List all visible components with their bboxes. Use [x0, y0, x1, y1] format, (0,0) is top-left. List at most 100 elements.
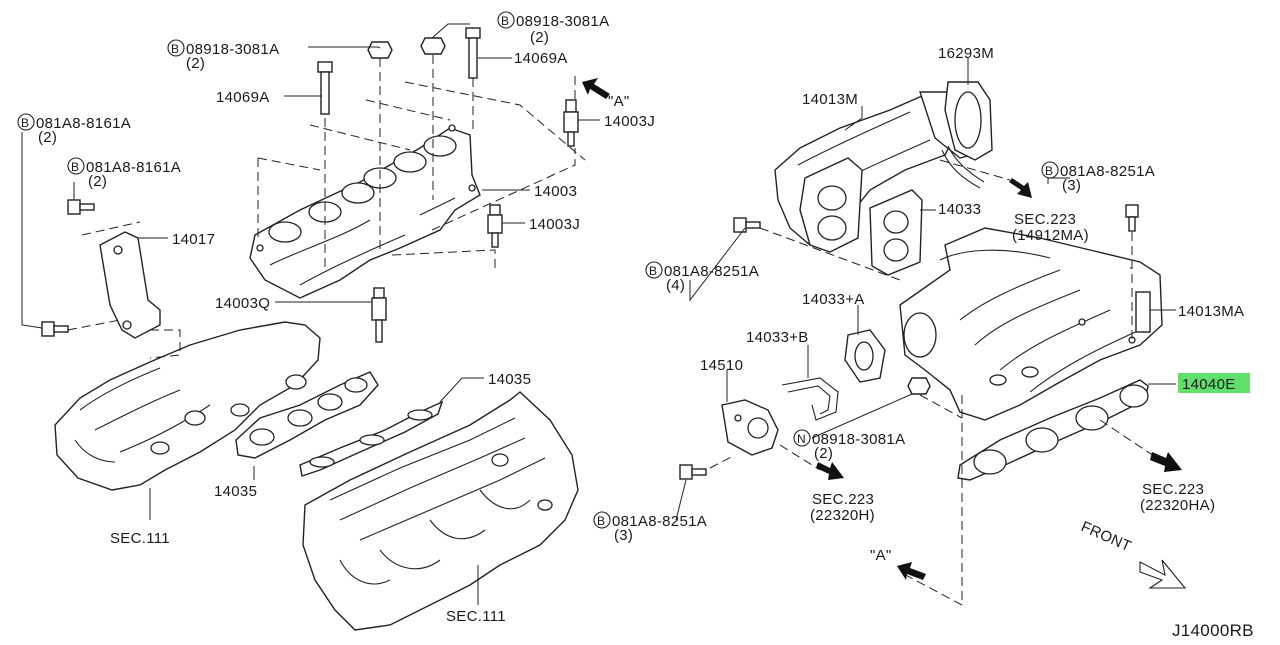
gasket-14035-right: [299, 400, 444, 477]
arrow-sec223-top: [1009, 178, 1032, 198]
bolt-081a8-8161a-upper: [67, 199, 95, 215]
label-14013m: 14013M: [802, 91, 858, 108]
label-08918-n: 08918-3081A: [812, 431, 905, 448]
label-14510: 14510: [700, 357, 743, 374]
badge-b-3: [17, 113, 35, 131]
cylinder-block-bottom: [302, 391, 579, 631]
hose-16293m: [941, 145, 985, 189]
nut-08918-right: [907, 377, 931, 395]
label-08918-top-right: 08918-3081A: [516, 13, 609, 30]
arrow-sec223-mid: [816, 462, 844, 480]
connector-14003j-mid: [487, 204, 503, 248]
leader-lines: [21, 23, 1176, 605]
badge-b-4-text: B: [71, 160, 79, 174]
label-front: FRONT: [1078, 518, 1133, 555]
label-081a8-8161a-1-qty: (2): [38, 129, 57, 146]
badge-b-6-text: B: [649, 264, 657, 278]
intake-manifold-14013ma: [899, 227, 1163, 421]
label-08918-top-right-qty: (2): [530, 29, 549, 46]
badge-b-5-text: B: [1045, 164, 1053, 178]
badge-b-3-text: B: [21, 116, 29, 130]
badge-b-5: [1041, 161, 1059, 179]
label-14069a-left: 14069A: [216, 89, 270, 106]
bolt-081a8-8161a-lower: [41, 321, 69, 337]
nut-08918-top-right: [420, 37, 446, 55]
label-08918-top-left-qty: (2): [186, 55, 205, 72]
badge-n: [793, 429, 811, 447]
label-081a8-8251a-bottom: 081A8-8251A: [612, 513, 707, 530]
nut-08918-top-left: [367, 41, 393, 59]
label-14033: 14033: [938, 201, 981, 218]
label-ref-a-bottom: "A": [870, 547, 892, 564]
label-sec223-top: SEC.223: [1014, 211, 1076, 228]
label-sec223-right: SEC.223: [1142, 481, 1204, 498]
assembly-lines-left: [67, 55, 586, 359]
arrow-sec223-right: [1150, 452, 1182, 472]
label-14035-right: 14035: [488, 371, 531, 388]
bolt-081a8-8251a-mid: [733, 217, 761, 233]
cylinder-head-left: [54, 321, 321, 491]
badge-b-1: [497, 11, 515, 29]
label-14003j-mid: 14003J: [529, 216, 580, 233]
diagram-code: J14000RB: [1172, 621, 1254, 640]
label-sec111-left: SEC.111: [110, 530, 170, 547]
intake-collector-14003: [249, 124, 481, 299]
highlight-14040e: [1178, 373, 1250, 393]
badge-b-7-text: B: [597, 514, 605, 528]
label-14069a-right: 14069A: [514, 50, 568, 67]
arrow-ref-a-bottom: [897, 562, 926, 580]
stud-14069a-right: [465, 27, 481, 79]
label-14003q: 14003Q: [215, 295, 270, 312]
label-14017: 14017: [172, 231, 215, 248]
label-14040e: 14040E: [1182, 376, 1236, 393]
label-ref-a-top: "A": [608, 93, 630, 110]
gasket-14033-flange: [799, 157, 863, 253]
arrow-ref-a-top: [582, 78, 610, 99]
badge-n-text: N: [797, 432, 806, 446]
bracket-14017: [99, 231, 161, 339]
label-sec223-mid: SEC.223: [812, 491, 874, 508]
badge-b-7: [593, 511, 611, 529]
badge-b-2: [167, 39, 185, 57]
label-14013ma: 14013MA: [1178, 303, 1244, 320]
gasket-14040e: [957, 379, 1149, 481]
label-08918-top-left: 08918-3081A: [186, 41, 279, 58]
gasket-14033: [869, 189, 923, 276]
gasket-14033b: [781, 377, 839, 421]
label-sec223-top-ref: (14912MA): [1012, 227, 1089, 244]
label-14033b: 14033+B: [746, 329, 809, 346]
label-sec223-right-ref: (22320HA): [1140, 497, 1215, 514]
label-081a8-8161a-2-qty: (2): [88, 173, 107, 190]
gasket-14033a: [844, 329, 886, 383]
badge-b-6: [645, 261, 663, 279]
label-sec111-bottom: SEC.111: [446, 608, 506, 625]
stud-14069a-left: [317, 61, 333, 115]
connector-14003j-top: [563, 99, 579, 147]
label-081a8-8251a-mid-qty: (4): [666, 277, 685, 294]
label-081a8-8251a-right-qty: (3): [1062, 177, 1081, 194]
badge-b-1-text: B: [501, 14, 509, 28]
label-081a8-8251a-mid: 081A8-8251A: [664, 263, 759, 280]
label-081a8-8161a-1: 081A8-8161A: [36, 115, 131, 132]
label-14035-left: 14035: [214, 483, 257, 500]
gasket-16293m: [944, 81, 993, 161]
connector-14003q: [371, 287, 387, 343]
front-direction-indicator: [1139, 559, 1187, 589]
bolt-081a8-8251a-right: [1125, 204, 1139, 232]
label-08918-n-qty: (2): [814, 445, 833, 462]
label-16293m: 16293M: [938, 45, 994, 62]
bolt-081a8-8251a-bottom: [679, 464, 707, 480]
label-081a8-8251a-right: 081A8-8251A: [1060, 163, 1155, 180]
valve-14510: [721, 399, 779, 456]
badge-b-4: [67, 157, 85, 175]
label-14003j-top: 14003J: [604, 113, 655, 130]
label-081a8-8251a-bottom-qty: (3): [614, 527, 633, 544]
label-sec223-mid-ref: (22320H): [810, 507, 875, 524]
label-14003: 14003: [534, 183, 577, 200]
label-081a8-8161a-2: 081A8-8161A: [86, 159, 181, 176]
assembly-lines-right: [709, 159, 1161, 606]
badge-b-2-text: B: [171, 42, 179, 56]
label-14033a: 14033+A: [802, 291, 865, 308]
gasket-14035-left: [235, 371, 379, 459]
